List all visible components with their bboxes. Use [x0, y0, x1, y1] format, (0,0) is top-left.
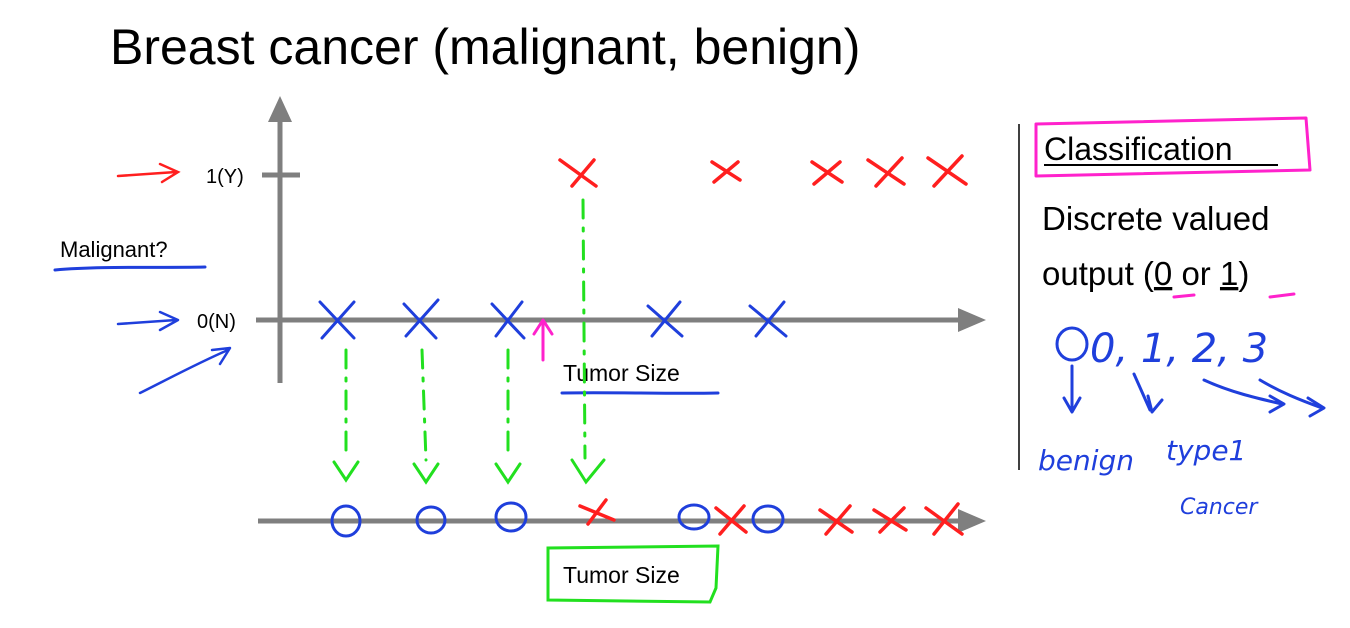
tumor-size-underline: [560, 391, 720, 395]
benign-mark: [646, 300, 684, 338]
red-arrow-icon: [116, 162, 181, 184]
benign-circle: [330, 504, 362, 538]
top-plot: 1(Y) 0(N) Malignant? Tumor Size: [53, 96, 986, 485]
malignant-marks: [558, 154, 968, 188]
handwritten-cancer: Cancer: [1180, 495, 1259, 520]
classification-heading: Classification: [1044, 131, 1233, 167]
bottom-plot: Tumor Size: [258, 498, 986, 604]
handwritten-type1: type1: [1166, 434, 1246, 467]
description-line-2: output (0 or 1): [1042, 255, 1249, 292]
benign-pointer-icon: [1062, 364, 1082, 414]
x-axis-arrowhead: [958, 308, 986, 332]
description-line-1: Discrete valued: [1042, 200, 1269, 237]
malignant-mark: [818, 504, 854, 536]
label-highlight-box: [546, 544, 720, 604]
bottom-x-axis-arrowhead: [958, 509, 986, 533]
malignant-mark: [810, 160, 844, 186]
malignant-mark: [926, 154, 968, 188]
handwritten-notes: [1055, 326, 1326, 418]
benign-circle: [677, 503, 711, 531]
benign-marks: [318, 298, 788, 340]
malignant-mark: [866, 156, 906, 188]
benign-mark: [748, 300, 788, 338]
handwritten-benign: benign: [1038, 444, 1134, 477]
malignant-crosses-bottom: [578, 498, 964, 536]
malignant-mark: [710, 160, 742, 184]
benign-circle: [494, 501, 528, 533]
malignant-mark: [578, 498, 616, 526]
type2-pointer-icon: [1202, 378, 1286, 414]
malignant-mark: [872, 506, 908, 534]
benign-mark: [402, 298, 440, 340]
projection-arrowhead: [570, 458, 606, 485]
benign-mark: [318, 300, 356, 340]
x-axis-label: Tumor Size: [563, 360, 680, 386]
malignant-mark: [558, 158, 598, 188]
benign-mark: [490, 300, 526, 340]
benign-circle: [751, 504, 785, 534]
y-axis-label: Malignant?: [60, 237, 168, 262]
y-tick-label-0: 0(N): [197, 311, 236, 333]
slide-title: Breast cancer (malignant, benign): [110, 19, 861, 75]
malignant-mark: [714, 504, 748, 536]
projection-line: [420, 348, 428, 462]
benign-circles: [330, 501, 785, 538]
malignant-mark: [924, 502, 964, 536]
type1-pointer-icon: [1132, 372, 1164, 414]
projection-arrowhead: [332, 460, 360, 483]
heading-highlight-box: [1034, 116, 1312, 178]
blue-diagonal-arrow-icon: [138, 346, 232, 395]
handwritten-zero: [1055, 326, 1089, 362]
malignant-underline: [53, 265, 207, 272]
projection-lines: [332, 198, 606, 485]
option-underlines: [1172, 292, 1296, 299]
projection-arrowhead: [494, 462, 522, 485]
y-tick-label-1: 1(Y): [206, 166, 244, 188]
threshold-arrow-icon: [532, 318, 554, 362]
projection-line: [581, 198, 587, 460]
benign-circle: [415, 505, 447, 535]
blue-arrow-icon: [116, 310, 180, 332]
bottom-x-axis-label: Tumor Size: [563, 562, 680, 588]
y-axis-arrowhead: [268, 96, 292, 122]
type3-pointer-icon: [1258, 378, 1326, 418]
handwritten-digits: 0, 1, 2, 3: [1090, 326, 1268, 372]
side-panel: Classification Discrete valued output (0…: [1034, 116, 1326, 520]
projection-arrowhead: [412, 462, 440, 485]
